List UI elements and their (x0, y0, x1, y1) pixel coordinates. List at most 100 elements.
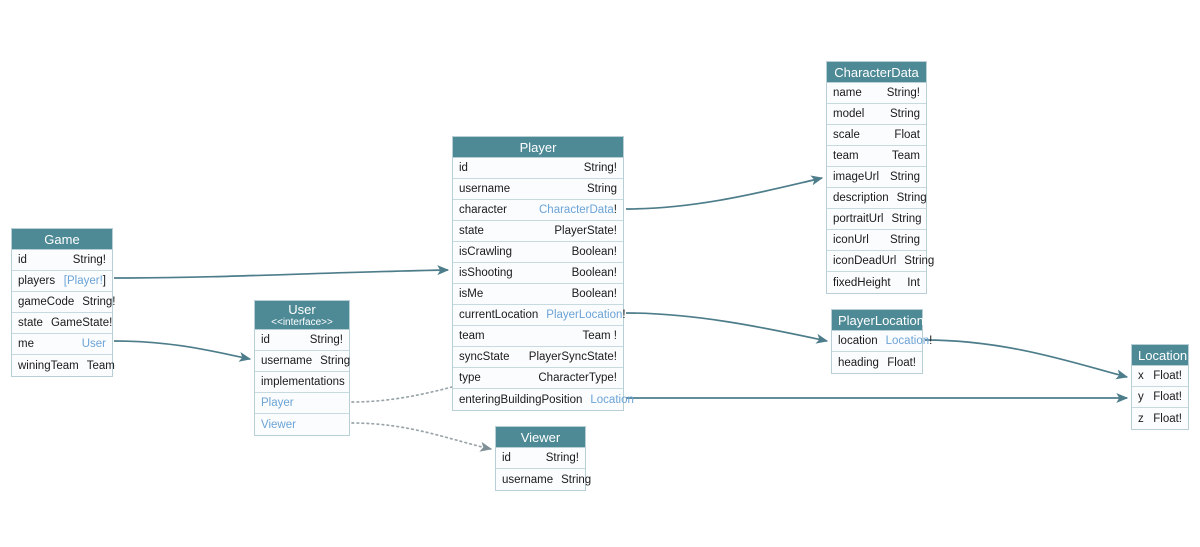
field-row[interactable]: description String (827, 188, 927, 209)
field-name: isCrawling (459, 246, 513, 258)
entity-player-header: Player (453, 137, 623, 158)
field-type-link[interactable]: PlayerLocation (546, 309, 623, 321)
field-name: isMe (459, 288, 484, 300)
field-type: String (891, 213, 922, 225)
field-name: id (502, 452, 511, 464)
field-row[interactable]: isMe Boolean! (453, 284, 623, 305)
field-row[interactable]: me User (12, 334, 112, 355)
field-row[interactable]: iconDeadUrl String (827, 251, 934, 272)
field-type: Int (907, 276, 920, 289)
field-name: id (261, 334, 270, 346)
field-type-link[interactable]: User (81, 338, 106, 350)
field-row[interactable]: z Float! (1132, 408, 1188, 429)
field-row[interactable]: players [Player!] (12, 271, 112, 292)
field-name: gameCode (18, 296, 75, 308)
field-row[interactable]: currentLocation PlayerLocation! (453, 305, 626, 326)
field-row[interactable]: state PlayerState! (453, 221, 623, 242)
field-row[interactable]: portraitUrl String (827, 209, 926, 230)
field-row[interactable]: team Team ! (453, 326, 623, 347)
field-row[interactable]: y Float! (1132, 387, 1188, 408)
field-row[interactable]: enteringBuildingPosition Location (453, 389, 634, 410)
entity-location-header: Location (1132, 345, 1188, 366)
field-name: syncState (459, 351, 510, 363)
field-type-link[interactable]: Location (885, 335, 930, 347)
implementations-header-row: implementations (255, 372, 349, 393)
field-row[interactable]: iconUrl String (827, 230, 926, 251)
entity-game-title: Game (44, 232, 80, 247)
field-name: username (261, 355, 313, 367)
field-row[interactable]: imageUrl String (827, 167, 926, 188)
field-row[interactable]: x Float! (1132, 366, 1188, 387)
entity-characterdata-header: CharacterData (827, 62, 926, 83)
field-type: [Player!] (56, 275, 106, 287)
field-row[interactable]: state GameState! (12, 313, 112, 334)
field-type: String! (886, 87, 920, 99)
field-row[interactable]: username String (496, 469, 591, 490)
field-row[interactable]: id String! (255, 330, 349, 351)
entity-playerlocation-title: PlayerLocation (838, 313, 924, 328)
field-type: String! (309, 334, 343, 346)
field-row[interactable]: team Team (827, 146, 926, 167)
entity-game[interactable]: Game id String! players [Player!] gameCo… (11, 228, 116, 377)
field-type: Float! (1153, 412, 1182, 425)
implementation-item-viewer[interactable]: Viewer (255, 414, 349, 435)
field-type: Team (86, 359, 115, 372)
field-row[interactable]: username String (453, 179, 623, 200)
field-type: String! (583, 162, 617, 174)
field-name: model (833, 108, 865, 120)
entity-characterdata-title: CharacterData (834, 65, 919, 80)
field-row[interactable]: name String! (827, 83, 926, 104)
entity-playerlocation-header: PlayerLocation (832, 310, 924, 331)
edge-user-implements-viewer (351, 422, 493, 452)
field-row[interactable]: fixedHeight Int (827, 272, 926, 293)
field-row[interactable]: heading Float! (832, 352, 922, 373)
field-name: x (1138, 370, 1144, 382)
field-name: username (459, 183, 511, 195)
entity-viewer[interactable]: Viewer id String! username String (495, 426, 591, 491)
field-name: name (833, 87, 862, 99)
edge-playerlocation-location-location (924, 339, 1129, 380)
field-row[interactable]: scale Float (827, 125, 926, 146)
field-row[interactable]: character CharacterData! (453, 200, 623, 221)
field-name: state (459, 225, 484, 237)
field-name: players (18, 275, 56, 287)
implementation-item-player[interactable]: Player (255, 393, 349, 414)
field-type: Team (891, 150, 920, 162)
field-row[interactable]: winingTeam Team (12, 355, 115, 376)
field-type: String (889, 171, 920, 183)
field-row[interactable]: id String! (496, 448, 585, 469)
entity-characterdata[interactable]: CharacterData name String! model String … (826, 61, 934, 294)
entity-user[interactable]: User <<interface>> id String! username S… (254, 300, 350, 436)
field-type-link[interactable]: CharacterData (539, 204, 614, 216)
field-name: description (833, 192, 889, 204)
field-name: enteringBuildingPosition (459, 393, 583, 406)
field-type: Boolean! (571, 267, 617, 279)
field-name: type (459, 372, 481, 384)
field-row[interactable]: id String! (453, 158, 623, 179)
field-row[interactable]: isCrawling Boolean! (453, 242, 623, 263)
field-row[interactable]: gameCode String! (12, 292, 116, 313)
field-row[interactable]: model String (827, 104, 926, 125)
entity-playerlocation[interactable]: PlayerLocation location Location! headin… (831, 309, 932, 374)
field-type: GameState! (50, 317, 113, 329)
field-row[interactable]: location Location! (832, 331, 932, 352)
field-type: String (889, 234, 920, 246)
field-type-link[interactable]: [Player! (63, 275, 103, 287)
field-row[interactable]: isShooting Boolean! (453, 263, 623, 284)
implementation-label: Player (261, 397, 294, 409)
field-row[interactable]: type CharacterType! (453, 368, 623, 389)
edge-game-me-user (113, 340, 252, 362)
field-name: fixedHeight (833, 276, 891, 289)
entity-location[interactable]: Location x Float! y Float! z Float! (1131, 344, 1189, 430)
field-row[interactable]: syncState PlayerSyncState! (453, 347, 623, 368)
field-row[interactable]: username String (255, 351, 350, 372)
field-name: id (459, 162, 468, 174)
entity-viewer-header: Viewer (496, 427, 585, 448)
entity-player[interactable]: Player id String! username String charac… (452, 136, 634, 411)
field-name: z (1138, 412, 1144, 425)
field-row[interactable]: id String! (12, 250, 112, 271)
field-name: imageUrl (833, 171, 880, 183)
field-type-link[interactable]: Location (590, 393, 634, 406)
edge-game-players-player (113, 265, 450, 279)
